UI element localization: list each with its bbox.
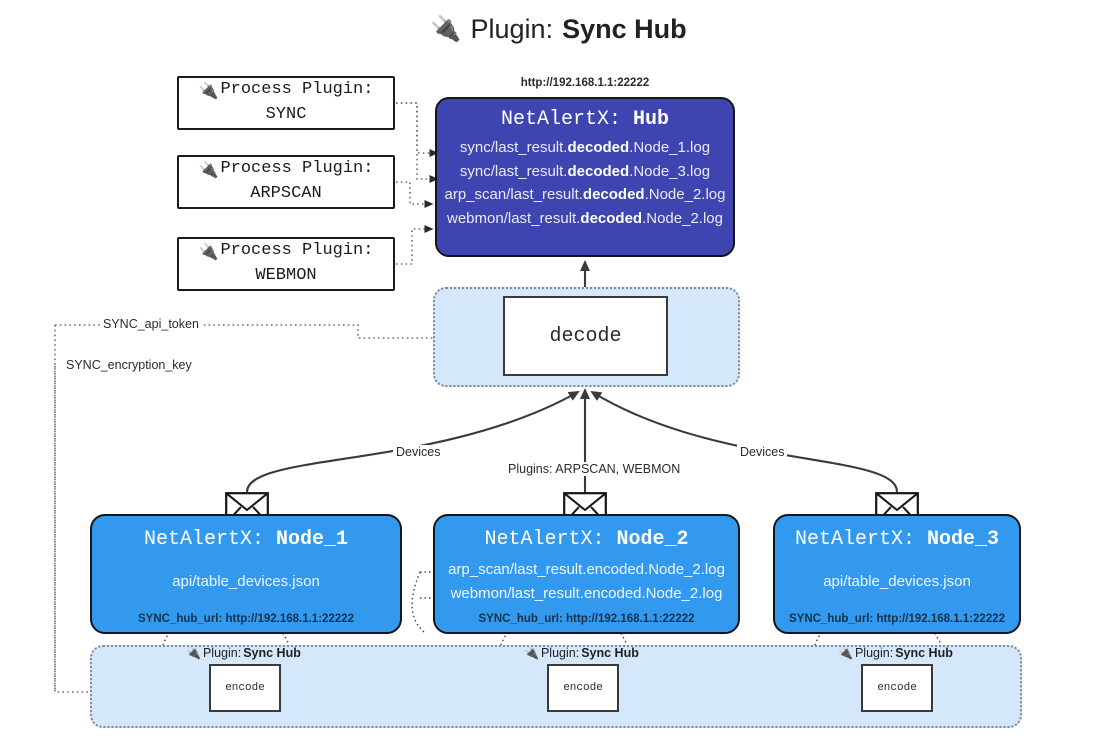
decode-label: decode	[549, 324, 622, 348]
hub-url-label: http://192.168.1.1:22222	[520, 77, 650, 89]
node-title: NetAlertX: Node_2	[484, 528, 688, 551]
node-title: NetAlertX: Node_1	[144, 528, 348, 551]
hub-file-row: arp_scan/last_result.decoded.Node_2.log	[444, 186, 726, 204]
process-plugin-arpscan[interactable]: 🔌 Process Plugin: ARPSCAN	[177, 155, 395, 209]
plug-icon: 🔌	[198, 160, 219, 180]
plug-icon: 🔌	[838, 646, 853, 660]
edge-label-devices-right: Devices	[737, 445, 788, 459]
node-file-row: webmon/last_result.encoded.Node_2.log	[450, 585, 723, 602]
node-title-name: Node_2	[616, 528, 689, 551]
process-plugin-sync[interactable]: 🔌 Process Plugin: SYNC	[177, 76, 395, 130]
hub-file-row: webmon/last_result.decoded.Node_2.log	[447, 210, 723, 228]
encode-caption-prefix: Plugin:	[202, 646, 242, 660]
process-plugin-name: ARPSCAN	[250, 184, 322, 203]
process-plugin-label: Process Plugin:	[220, 241, 374, 261]
edge-label-plugins-center: Plugins: ARPSCAN, WEBMON	[505, 462, 684, 476]
encode-label: encode	[563, 682, 603, 694]
encode-caption-name: Sync Hub	[581, 646, 639, 660]
process-plugin-name: WEBMON	[255, 266, 317, 285]
encode-box-1[interactable]: encode	[209, 664, 281, 712]
encode-caption-1: 🔌 Plugin: Sync Hub	[186, 646, 301, 660]
encode-caption-prefix: Plugin:	[540, 646, 580, 660]
page-title: 🔌 Plugin: Sync Hub	[0, 14, 1117, 45]
page-title-name: Sync Hub	[562, 14, 687, 44]
decode-box[interactable]: decode	[503, 296, 668, 376]
plug-icon: 🔌	[186, 646, 201, 660]
encode-caption-name: Sync Hub	[243, 646, 301, 660]
node-title-prefix: NetAlertX:	[143, 528, 264, 551]
hub-card[interactable]: NetAlertX: Hub sync/last_result.decoded.…	[435, 97, 735, 257]
node-file-row: api/table_devices.json	[172, 572, 320, 590]
node-file-row: arp_scan/last_result.encoded.Node_2.log	[448, 560, 725, 578]
plug-icon: 🔌	[198, 242, 219, 262]
node-card-3[interactable]: NetAlertX: Node_3 api/table_devices.json…	[773, 514, 1021, 634]
process-plugin-label: Process Plugin:	[220, 159, 374, 179]
secret-label-api-token: SYNC_api_token	[100, 317, 202, 331]
node-card-2[interactable]: NetAlertX: Node_2 arp_scan/last_result.e…	[433, 514, 740, 634]
encode-label: encode	[225, 682, 265, 694]
hub-title-prefix: NetAlertX:	[500, 108, 621, 131]
process-plugin-webmon[interactable]: 🔌 Process Plugin: WEBMON	[177, 237, 395, 291]
encode-caption-2: 🔌 Plugin: Sync Hub	[524, 646, 639, 660]
encode-box-2[interactable]: encode	[547, 664, 619, 712]
hub-file-row: sync/last_result.decoded.Node_1.log	[459, 139, 711, 156]
encode-caption-name: Sync Hub	[895, 646, 953, 660]
encode-label: encode	[877, 682, 917, 694]
process-plugin-label: Process Plugin:	[220, 80, 374, 100]
encode-caption-3: 🔌 Plugin: Sync Hub	[838, 646, 953, 660]
node-hub-url: SYNC_hub_url: http://192.168.1.1:22222	[137, 613, 355, 625]
encode-box-3[interactable]: encode	[861, 664, 933, 712]
node-file-row: api/table_devices.json	[823, 572, 971, 590]
plug-icon: 🔌	[198, 81, 219, 101]
node-title-name: Node_3	[927, 528, 1000, 551]
secret-label-encryption-key: SYNC_encryption_key	[63, 358, 195, 372]
page-title-prefix: Plugin:	[470, 14, 554, 44]
node-card-1[interactable]: NetAlertX: Node_1 api/table_devices.json…	[90, 514, 402, 634]
node-hub-url: SYNC_hub_url: http://192.168.1.1:22222	[788, 613, 1006, 625]
node-title: NetAlertX: Node_3	[795, 528, 999, 551]
node-title-prefix: NetAlertX:	[794, 528, 915, 551]
hub-file-row: sync/last_result.decoded.Node_3.log	[459, 162, 711, 180]
encode-caption-prefix: Plugin:	[854, 646, 894, 660]
hub-title-name: Hub	[633, 108, 670, 131]
plug-icon: 🔌	[430, 15, 462, 43]
edge-label-devices-left: Devices	[393, 445, 444, 459]
hub-title: NetAlertX: Hub	[501, 108, 669, 131]
node-title-name: Node_1	[276, 528, 349, 551]
process-plugin-name: SYNC	[265, 105, 307, 124]
plug-icon: 🔌	[524, 646, 539, 660]
node-title-prefix: NetAlertX:	[484, 528, 605, 551]
node-hub-url: SYNC_hub_url: http://192.168.1.1:22222	[478, 613, 695, 625]
